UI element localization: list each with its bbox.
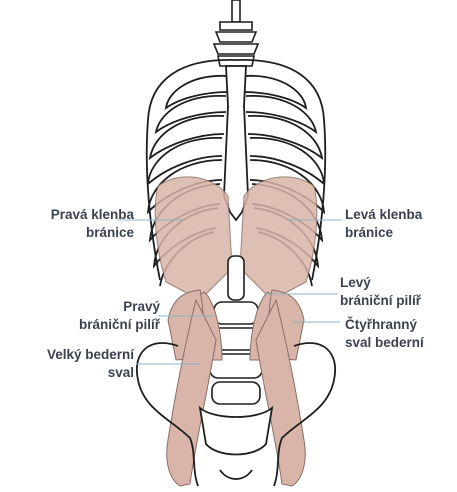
label-right-diaphragm-dome-line1: Pravá klenba [6, 206, 134, 224]
label-right-diaphragm-dome: Pravá klenba bránice [6, 206, 134, 242]
label-quadratus-lumborum-line2: sval bederní [345, 334, 424, 352]
label-right-crus-line1: Pravý [20, 298, 160, 316]
label-right-crus: Pravý brániční pilíř [20, 298, 160, 334]
label-quadratus-lumborum-line1: Čtyřhranný [345, 316, 424, 334]
diaphragm-left-dome-shape [240, 177, 317, 300]
label-left-crus-line2: brániční pilíř [340, 292, 421, 310]
cervical-spine [214, 0, 258, 66]
label-left-crus-line1: Levý [340, 274, 421, 292]
label-right-diaphragm-dome-line2: bránice [6, 224, 134, 242]
label-psoas-major-line1: Velký bederní [4, 346, 134, 364]
label-left-crus: Levý brániční pilíř [340, 274, 421, 310]
label-left-diaphragm-dome: Levá klenba bránice [345, 206, 422, 242]
diaphragm-right-dome-shape [155, 177, 232, 300]
label-psoas-major-line2: sval [4, 364, 134, 382]
label-left-diaphragm-dome-line1: Levá klenba [345, 206, 422, 224]
label-quadratus-lumborum: Čtyřhranný sval bederní [345, 316, 424, 352]
label-left-diaphragm-dome-line2: bránice [345, 224, 422, 242]
label-right-crus-line2: brániční pilíř [20, 316, 160, 334]
label-psoas-major: Velký bederní sval [4, 346, 134, 382]
